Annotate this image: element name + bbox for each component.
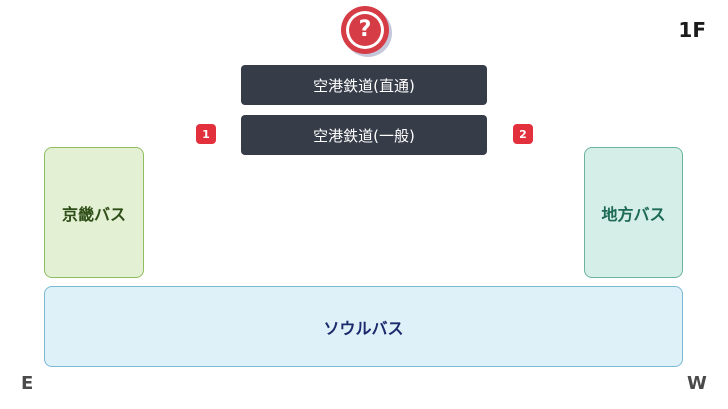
regional-bus-label: 地方バス (601, 204, 666, 224)
gyeonggi-bus-zone[interactable]: 京畿バス (44, 147, 144, 278)
regional-bus-zone[interactable]: 地方バス (584, 147, 683, 278)
seoul-bus-zone[interactable]: ソウルバス (44, 286, 683, 367)
compass-west-label: W (687, 373, 707, 394)
airport-railroad-general-button[interactable]: 空港鉄道(一般) (241, 115, 487, 155)
gate-1-badge: 1 (196, 124, 216, 144)
seoul-bus-label: ソウルバス (323, 318, 404, 338)
help-symbol: ? (349, 14, 381, 46)
airport-railroad-general-label: 空港鉄道(一般) (313, 126, 415, 145)
compass-east-label: E (21, 373, 34, 394)
gyeonggi-bus-label: 京畿バス (61, 204, 126, 224)
airport-railroad-express-label: 空港鉄道(直通) (313, 76, 415, 95)
gate-2-badge: 2 (513, 124, 533, 144)
help-button[interactable]: ? (341, 6, 389, 54)
question-mark-icon: ? (346, 11, 384, 49)
airport-railroad-express-button[interactable]: 空港鉄道(直通) (241, 65, 487, 105)
floor-indicator: 1F (678, 18, 706, 42)
